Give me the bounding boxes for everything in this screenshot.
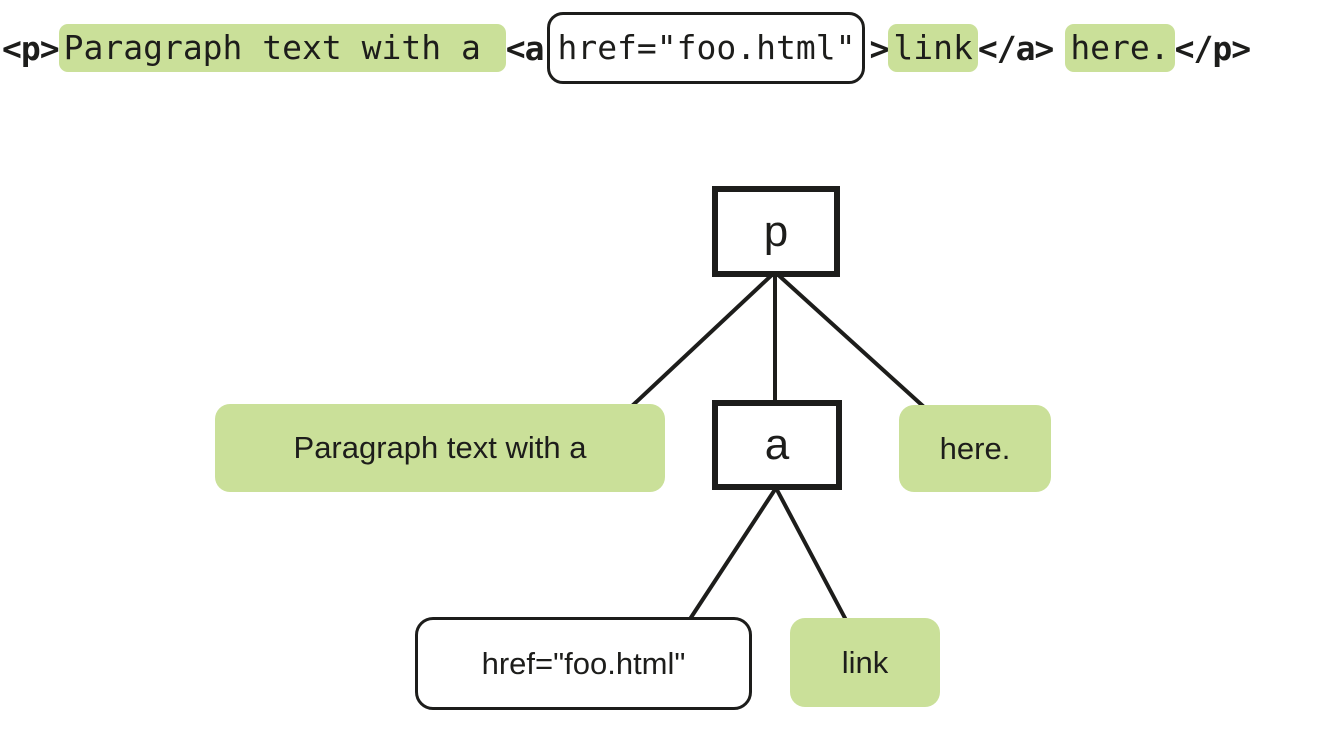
node-text-link: link bbox=[790, 618, 940, 707]
code-open-p-tag: <p> bbox=[2, 28, 60, 68]
source-code-line: <p> Paragraph text with a <a href="foo.h… bbox=[2, 12, 1251, 84]
code-open-a-tag: <a bbox=[505, 28, 545, 68]
code-text-here-highlight: here. bbox=[1065, 24, 1175, 72]
code-close-bracket: > bbox=[869, 28, 889, 68]
node-attr-href: href="foo.html" bbox=[415, 617, 752, 710]
node-p-element: p bbox=[712, 186, 840, 277]
edge-a-to-attr-href bbox=[688, 486, 778, 621]
code-text-paragraph-highlight: Paragraph text with a bbox=[58, 24, 506, 72]
code-text-link-highlight: link bbox=[888, 24, 978, 72]
node-text-here: here. bbox=[899, 405, 1051, 492]
edge-p-to-text-paragraph bbox=[630, 270, 777, 408]
code-href-attribute-box: href="foo.html" bbox=[547, 12, 866, 84]
code-close-p-tag: </p> bbox=[1174, 28, 1251, 68]
node-text-paragraph: Paragraph text with a bbox=[215, 404, 665, 492]
edge-p-to-text-here bbox=[773, 270, 926, 409]
edge-a-to-text-link bbox=[774, 487, 848, 621]
code-close-a-tag: </a> bbox=[977, 28, 1054, 68]
node-a-element: a bbox=[712, 400, 842, 490]
